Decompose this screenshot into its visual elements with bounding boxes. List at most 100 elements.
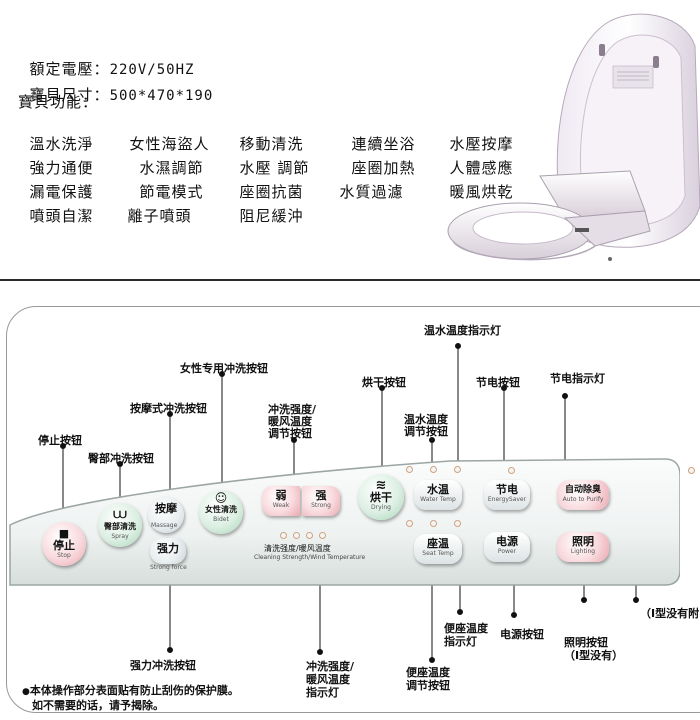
power-button-label: 电源 — [496, 535, 518, 548]
strong-force-button[interactable]: 强力 — [150, 538, 186, 564]
callout-seat-temp-led: 便座温度 指示灯 — [444, 622, 488, 648]
energy-led — [508, 467, 515, 474]
footnote: ●本体操作部分表面贴有防止刮伤的保护膜。 如不需要的话，请予揭除。 — [22, 684, 239, 713]
weak-button-sub: Weak — [272, 502, 290, 509]
feature-item: 連續坐浴 — [351, 135, 416, 153]
feature-item: 座圈抗菌 — [239, 183, 304, 201]
feature-item: 噴頭自潔 — [29, 207, 94, 225]
feature-item: 水壓 調節 — [239, 159, 310, 177]
callout-seat-temp-btn: 便座温度 调节按钮 — [406, 666, 450, 692]
callout-power: 电源按钮 — [500, 628, 544, 641]
callout-strength: 冲洗强度/ 暖风温度 调节按钮 — [268, 404, 316, 440]
water-temp-button[interactable]: 水温 Water Temp — [414, 480, 462, 510]
callout-seat-temp-btn-line: 调节按钮 — [406, 679, 450, 692]
feature-item: 水質過濾 — [339, 183, 404, 201]
spec-voltage-value: 220V/50HZ — [109, 62, 195, 78]
feature-row-4: 噴頭自潔 離子噴頭 阻尼緩沖 — [18, 187, 304, 226]
callout-seat-temp-led-line: 指示灯 — [444, 635, 477, 648]
feature-item: 女性海盜人 — [129, 135, 210, 153]
strength-led-4 — [319, 532, 326, 539]
energy-saver-button[interactable]: 节电 EnergySaver — [484, 480, 530, 510]
seat-temp-button[interactable]: 座温 Seat Temp — [414, 534, 462, 564]
energy-saver-button-label: 节电 — [496, 483, 518, 496]
bidet-button-label: 女性清洗 — [205, 505, 237, 514]
stop-button-label: 停止 — [53, 539, 75, 552]
feature-item: 阻尼緩沖 — [239, 207, 304, 225]
seat-temp-button-label: 座温 — [427, 537, 449, 550]
drying-icon: ≋ — [375, 478, 387, 493]
drying-button-label: 烘干 — [370, 491, 392, 504]
callout-strength-led: 冲洗强度/ 暖风温度 指示灯 — [306, 660, 354, 699]
bidet-icon: ☺ — [214, 491, 228, 505]
power-button-sub: Power — [497, 548, 517, 555]
water-temp-led-2 — [430, 466, 437, 473]
weak-button-label: 弱 — [275, 489, 287, 502]
toilet-seat-image — [445, 6, 700, 274]
massage-button[interactable]: 按摩 — [148, 497, 184, 533]
auto-purify-button-sub: Auto to Purify — [562, 496, 604, 503]
callout-strong-force: 强力冲洗按钮 — [130, 659, 196, 672]
callout-water-temp-line: 调节按钮 — [404, 425, 448, 438]
auto-purify-button-label: 自动除臭 — [564, 485, 601, 495]
spec-voltage-label: 額定電壓： — [29, 60, 110, 78]
strong-force-button-sub: Strong force — [150, 564, 187, 571]
feature-item: 人體感應 — [449, 159, 514, 177]
water-temp-led-1 — [406, 466, 413, 473]
bidet-button[interactable]: ☺ 女性清洗 Bidet — [199, 490, 243, 534]
seat-temp-led-2 — [430, 520, 437, 527]
callout-strength-led-line: 指示灯 — [306, 686, 339, 699]
strength-led-1 — [280, 532, 287, 539]
massage-button-sub: Massage — [151, 522, 178, 529]
callout-drying: 烘干按钮 — [362, 376, 406, 389]
weak-button[interactable]: 弱 Weak — [262, 486, 300, 516]
feature-item: 暖風烘乾 — [449, 183, 514, 201]
massage-button-label: 按摩 — [155, 502, 177, 515]
callout-bidet: 女性专用冲洗按钮 — [180, 362, 268, 375]
footnote-bullet: ● — [22, 687, 30, 697]
drying-button[interactable]: ≋ 烘干 Drying — [358, 474, 404, 520]
seat-temp-button-sub: Seat Temp — [422, 550, 454, 557]
callout-strength-line: 暖风温度 — [268, 415, 312, 428]
callout-lighting-line: （I型没有） — [564, 649, 624, 662]
feature-row-1: 溫水洗淨女性海盜人移動清洗連續坐浴水壓按摩 — [18, 115, 514, 154]
purify-led — [688, 467, 695, 474]
stop-button-sub: Stop — [57, 552, 71, 559]
feature-item: 離子噴頭 — [127, 207, 192, 225]
feature-item: 移動清洗 — [239, 135, 304, 153]
feature-item: 水濕調節 — [139, 159, 204, 177]
energy-saver-button-sub: EnergySaver — [487, 496, 527, 503]
callout-energy-led: 节电指示灯 — [550, 372, 605, 385]
callout-massage: 按摩式冲洗按钮 — [130, 402, 207, 415]
power-button[interactable]: 电源 Power — [484, 532, 530, 562]
lighting-button[interactable]: 照明 Lighting — [557, 532, 609, 562]
spec-features-label: 寶貝功能： — [18, 93, 99, 111]
lighting-button-sub: Lighting — [570, 548, 596, 555]
auto-purify-button[interactable]: 自动除臭 Auto to Purify — [557, 480, 609, 510]
callout-energy-btn: 节电按钮 — [476, 376, 520, 389]
lighting-button-label: 照明 — [572, 535, 594, 548]
water-temp-led-3 — [454, 466, 461, 473]
spec-size: 寶貝尺寸：500*470*190 — [18, 66, 213, 105]
feature-item: 強力通便 — [29, 159, 94, 177]
feature-row-2: 強力通便水濕調節水壓 調節座圈加熱人體感應 — [18, 139, 514, 178]
footnote-line: 如不需要的话，请予揭除。 — [32, 699, 164, 712]
callout-strength-line: 冲洗强度/ — [268, 403, 317, 416]
diagram-frame — [6, 306, 700, 713]
spray-button[interactable]: ⩊ 臀部清洗 Spray — [98, 503, 142, 547]
callout-water-temp-led: 温水温度指示灯 — [424, 324, 501, 337]
stop-button[interactable]: ■ 停止 Stop — [42, 522, 86, 566]
water-temp-button-sub: Water Temp — [420, 496, 456, 503]
strong-button[interactable]: 强 Strong — [302, 486, 340, 516]
feature-item: 漏電保護 — [29, 183, 94, 201]
callout-seat-temp-led-line: 便座温度 — [444, 622, 488, 635]
bidet-button-sub: Bidet — [213, 516, 229, 523]
strength-led-3 — [306, 532, 313, 539]
strength-caption-en: Cleaning Strength/Wind Temperature — [254, 554, 366, 561]
feature-row-3: 漏電保護節電模式座圈抗菌水質過濾暖風烘乾 — [18, 163, 514, 202]
callout-spray: 臀部冲洗按钮 — [88, 452, 154, 465]
strength-led-2 — [293, 532, 300, 539]
callout-type-note: （I型没有附 — [640, 607, 700, 620]
spray-button-label: 臀部清洗 — [104, 522, 136, 531]
spec-size-value: 500*470*190 — [109, 88, 214, 104]
feature-item: 水壓按摩 — [449, 135, 514, 153]
